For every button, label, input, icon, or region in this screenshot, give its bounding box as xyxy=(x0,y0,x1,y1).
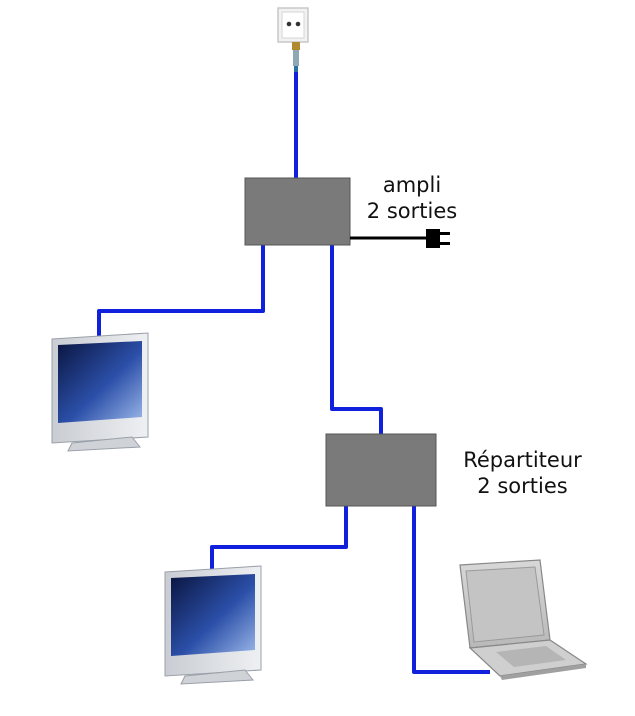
cable-ampli-to-tv1 xyxy=(97,244,265,345)
splitter-label: Répartiteur 2 sorties xyxy=(440,447,605,499)
splitter-label-line-2: 2 sorties xyxy=(477,474,568,498)
splitter-label-line-1: Répartiteur xyxy=(463,448,582,472)
cable-splitter-to-laptop xyxy=(412,505,490,674)
ampli-label: ampli 2 sorties xyxy=(352,172,472,224)
coax-cables xyxy=(97,72,490,674)
ampli-label-line-1: ampli xyxy=(382,173,442,197)
ampli-box xyxy=(244,177,351,246)
tv-monitor-icon xyxy=(51,332,149,452)
tv-monitor-icon xyxy=(164,565,262,685)
cable-splitter-to-tv2 xyxy=(210,505,348,578)
ampli-label-line-2: 2 sorties xyxy=(366,199,458,223)
cable-ampli-to-splitter xyxy=(330,244,383,436)
power-plug-icon xyxy=(350,229,450,248)
laptop-icon xyxy=(459,559,588,680)
wall-socket-icon xyxy=(277,7,309,72)
splitter-box xyxy=(325,433,437,507)
